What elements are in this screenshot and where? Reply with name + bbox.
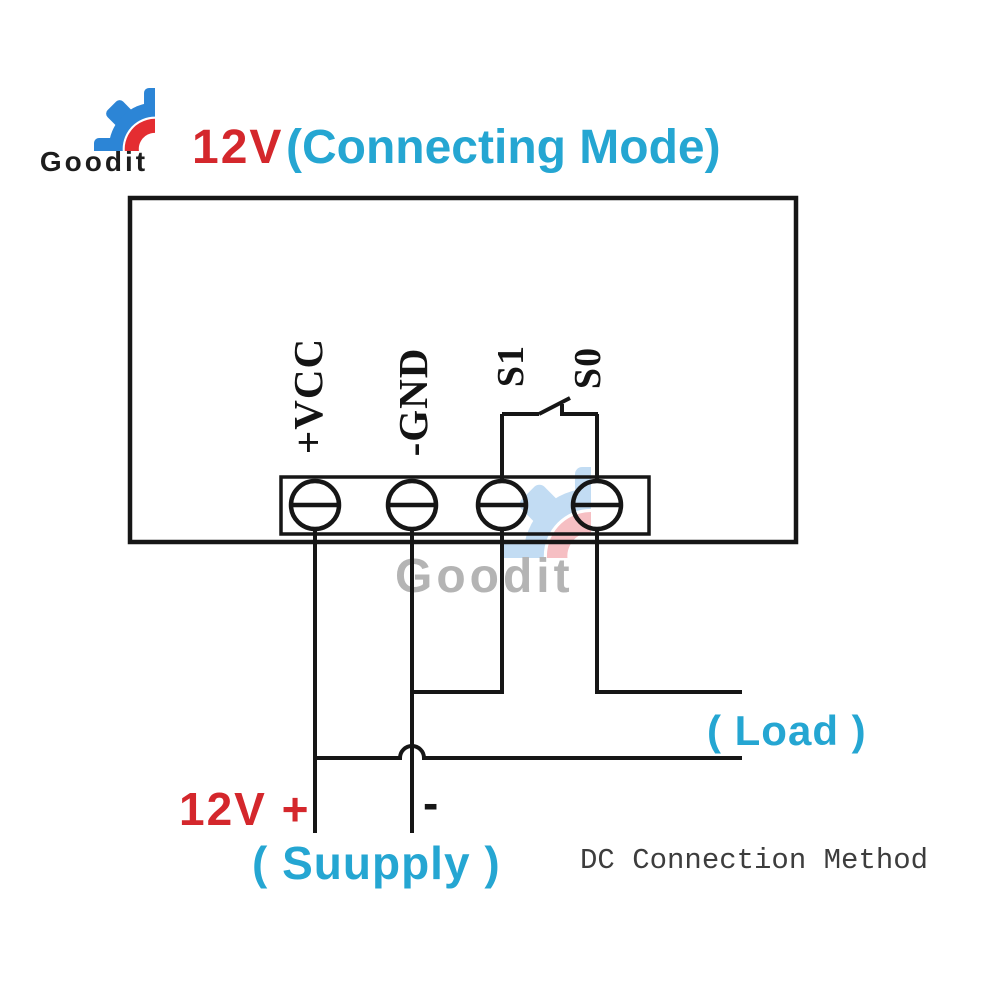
terminal-label-vcc: +VCC [285, 337, 331, 455]
terminal-label-s0: S0 [567, 346, 609, 390]
supply-label: ( Suupply ) [252, 837, 501, 889]
terminal-label-s1: S1 [490, 344, 532, 388]
title-mode: (Connecting Mode) [286, 121, 721, 174]
supply-positive-label: 12V + [179, 783, 311, 835]
goodit-logo-icon [33, 25, 155, 151]
caption-dc-connection-method: DC Connection Method [580, 844, 929, 877]
wire-s1-to-gnd [412, 529, 504, 694]
brand-name: Goodit [39, 146, 149, 177]
relay-switch [500, 396, 599, 481]
wire-s0-to-load [595, 529, 742, 694]
terminal-block [279, 475, 651, 536]
device-outline [127, 195, 799, 545]
supply-negative-label: - [423, 777, 439, 829]
wire-supply-to-load-with-hop [315, 744, 742, 760]
terminal-screws [288, 478, 624, 532]
load-label: ( Load ) [707, 707, 867, 754]
title-voltage: 12V [192, 121, 284, 174]
terminal-label-gnd: -GND [390, 347, 436, 457]
watermark-text: Goodit [395, 550, 574, 603]
